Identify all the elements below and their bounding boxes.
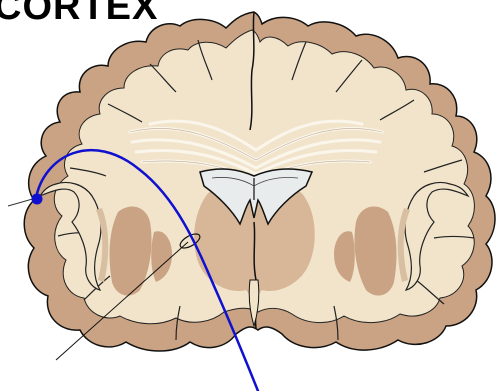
- neuron-cell-body-dot: [32, 194, 43, 205]
